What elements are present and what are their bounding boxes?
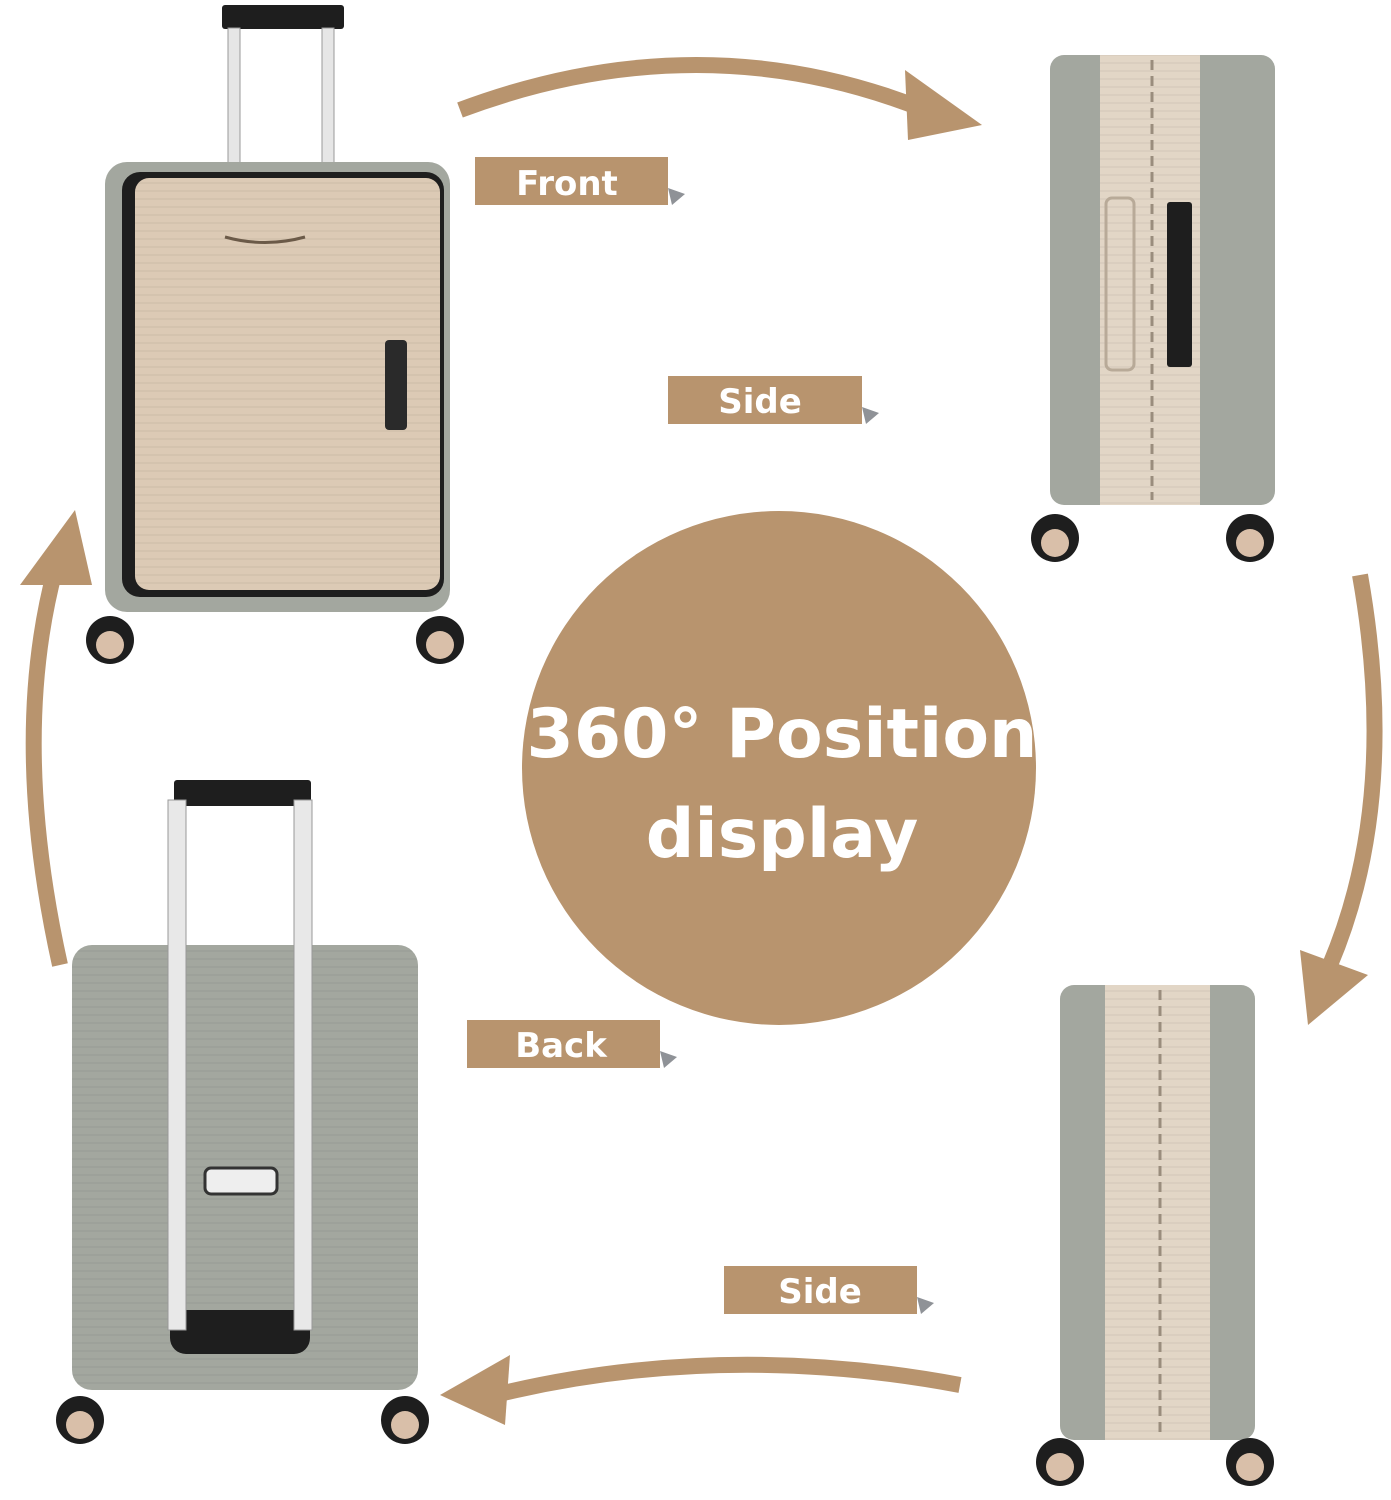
label-front: Front (475, 157, 685, 205)
suitcase-side-view-top (1031, 55, 1275, 562)
center-subtitle: display (646, 795, 919, 874)
rotation-arrows (25, 57, 1383, 1403)
suitcase-front-view (86, 5, 464, 664)
arrow-head-icon (905, 70, 982, 140)
arrow-heads (20, 70, 1368, 1425)
center-title: 360° Position (527, 695, 1038, 774)
suitcase-back-view (56, 780, 429, 1444)
arrow-right (1322, 573, 1383, 969)
svg-text:Front: Front (516, 164, 618, 204)
arrow-head-icon (1300, 950, 1368, 1025)
svg-text:Side: Side (778, 1272, 862, 1312)
arrow-head-icon (440, 1355, 510, 1425)
arrow-head-icon (20, 510, 92, 585)
arrow-bottom (493, 1356, 962, 1403)
arrow-top (457, 57, 928, 118)
suitcase-side-view-bottom (1036, 985, 1274, 1486)
arrow-left (25, 567, 68, 967)
center-badge: 360° Position display (522, 511, 1037, 1025)
svg-text:Back: Back (515, 1026, 608, 1066)
label-side-bottom: Side (724, 1266, 934, 1314)
label-back: Back (467, 1020, 677, 1068)
label-side-top: Side (668, 376, 879, 424)
svg-text:Side: Side (718, 382, 802, 422)
